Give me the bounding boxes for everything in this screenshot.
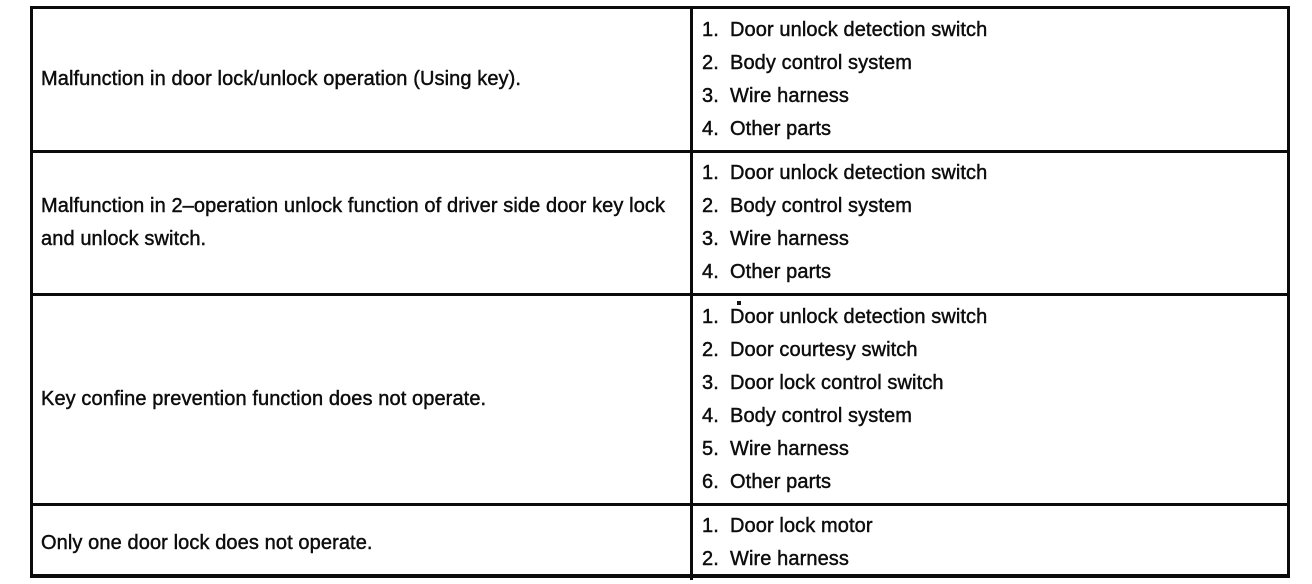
check-item: 4. Other parts <box>702 113 1279 146</box>
table-cell-checks: 1. Door unlock detection switch 2. Body … <box>690 150 1287 293</box>
table-cell-checks: 1. Door lock motor 2. Wire harness <box>690 503 1287 580</box>
check-item-label: Body control system <box>730 195 912 217</box>
check-item-number: 4. <box>702 117 719 140</box>
check-item-number: 2. <box>702 195 719 217</box>
check-item-number: 2. <box>702 338 719 361</box>
check-item-label: Body control system <box>730 404 912 427</box>
check-item-label: Body control system <box>730 51 912 74</box>
check-item: 1. Door unlock detection switch <box>702 14 1279 47</box>
check-item-number: 2. <box>702 548 719 570</box>
check-item-label: Door unlock detection switch <box>730 162 988 184</box>
check-item: 5. Wire harness <box>702 433 1279 466</box>
table-cell-symptom: Malfunction in 2–operation unlock functi… <box>33 150 690 293</box>
check-item: 3. Wire harness <box>702 223 1279 256</box>
check-item-number: 3. <box>702 228 719 250</box>
check-item: 2. Body control system <box>702 190 1279 223</box>
trouble-diagnosis-table: Malfunction in door lock/unlock operatio… <box>30 6 1290 580</box>
table-cell-symptom: Only one door lock does not operate. <box>33 503 690 580</box>
check-item-number: 4. <box>702 404 719 427</box>
check-item-number: 4. <box>702 261 719 283</box>
check-item-label: Wire harness <box>730 548 850 570</box>
symptom-text: Malfunction in door lock/unlock operatio… <box>41 68 522 90</box>
check-item: 4. Body control system <box>702 400 1279 433</box>
check-item-label: Door lock motor <box>730 515 873 537</box>
check-item-number: 6. <box>702 470 719 493</box>
check-item-number: 3. <box>702 371 719 394</box>
check-item-number: 2. <box>702 51 719 74</box>
check-item-label: Other parts <box>730 117 832 140</box>
check-item-number: 1. <box>702 18 719 41</box>
check-item: 1. Door unlock detection switch <box>702 157 1279 190</box>
check-item: 2. Body control system <box>702 47 1279 80</box>
check-item: 2. Door courtesy switch <box>702 334 1279 367</box>
symptom-text: Only one door lock does not operate. <box>41 531 373 554</box>
check-item: 3. Wire harness <box>702 80 1279 113</box>
check-item-label: Wire harness <box>730 437 850 460</box>
symptom-text: Key confine prevention function does not… <box>41 388 487 410</box>
check-item-label: Door unlock detection switch <box>730 18 988 41</box>
check-item: 1. Door lock motor <box>702 510 1279 543</box>
check-item-label: Door lock control switch <box>730 371 944 394</box>
table-cell-checks: 1. Door unlock detection switch 2. Body … <box>690 9 1287 150</box>
check-item: 3. Door lock control switch <box>702 367 1279 400</box>
check-item-number: 1. <box>702 162 719 184</box>
check-item-number: 1. <box>702 305 719 328</box>
table-cell-symptom: Malfunction in door lock/unlock operatio… <box>33 9 690 150</box>
check-item-label: Other parts <box>730 261 832 283</box>
symptom-text: Malfunction in 2–operation unlock functi… <box>41 195 666 250</box>
table-cell-checks: 1. Door unlock detection switch 2. Door … <box>690 293 1287 503</box>
check-item: 1. Door unlock detection switch <box>702 301 1279 334</box>
check-item-number: 5. <box>702 437 719 460</box>
check-item-label: Door unlock detection switch <box>730 305 988 328</box>
scan-artifact-dot <box>737 301 741 305</box>
check-item-label: Wire harness <box>730 228 850 250</box>
check-item: 4. Other parts <box>702 256 1279 289</box>
check-item-number: 1. <box>702 515 719 537</box>
table-cell-symptom: Key confine prevention function does not… <box>33 293 690 503</box>
check-item-label: Door courtesy switch <box>730 338 918 361</box>
check-item-number: 3. <box>702 84 719 107</box>
check-item-label: Wire harness <box>730 84 850 107</box>
check-item: 2. Wire harness <box>702 543 1279 576</box>
check-item: 6. Other parts <box>702 466 1279 499</box>
check-item-label: Other parts <box>730 470 832 493</box>
